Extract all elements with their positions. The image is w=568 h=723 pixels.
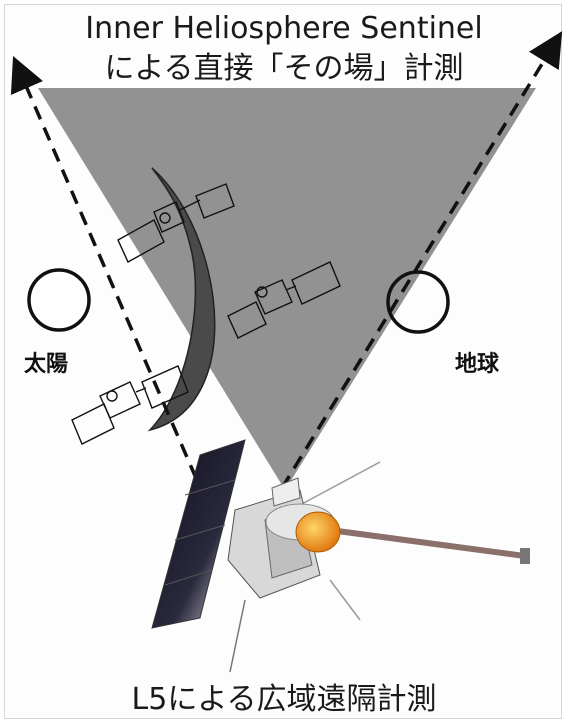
earth-icon	[386, 270, 450, 334]
sun-icon	[27, 268, 91, 332]
bottom-caption: L5による広域遠隔計測	[131, 682, 437, 717]
antenna-dish	[295, 511, 341, 553]
sentinel-spacecraft-3	[71, 365, 189, 445]
sentinel-spacecraft-1	[117, 183, 235, 263]
fov-left-boundary-arrow	[10, 55, 198, 479]
fov-right-boundary-arrow	[280, 31, 563, 489]
earth-label: 地球	[455, 352, 500, 377]
title-line-1: Inner Heliosphere Sentinel	[85, 11, 483, 46]
title-line-2: による直接「その場」計測	[104, 51, 464, 86]
cme-front	[147, 167, 216, 432]
l5-spacecraft	[151, 439, 530, 673]
sentinel-spacecraft-2	[227, 261, 341, 339]
sun-label: 太陽	[24, 352, 69, 377]
solar-panel	[151, 439, 246, 629]
